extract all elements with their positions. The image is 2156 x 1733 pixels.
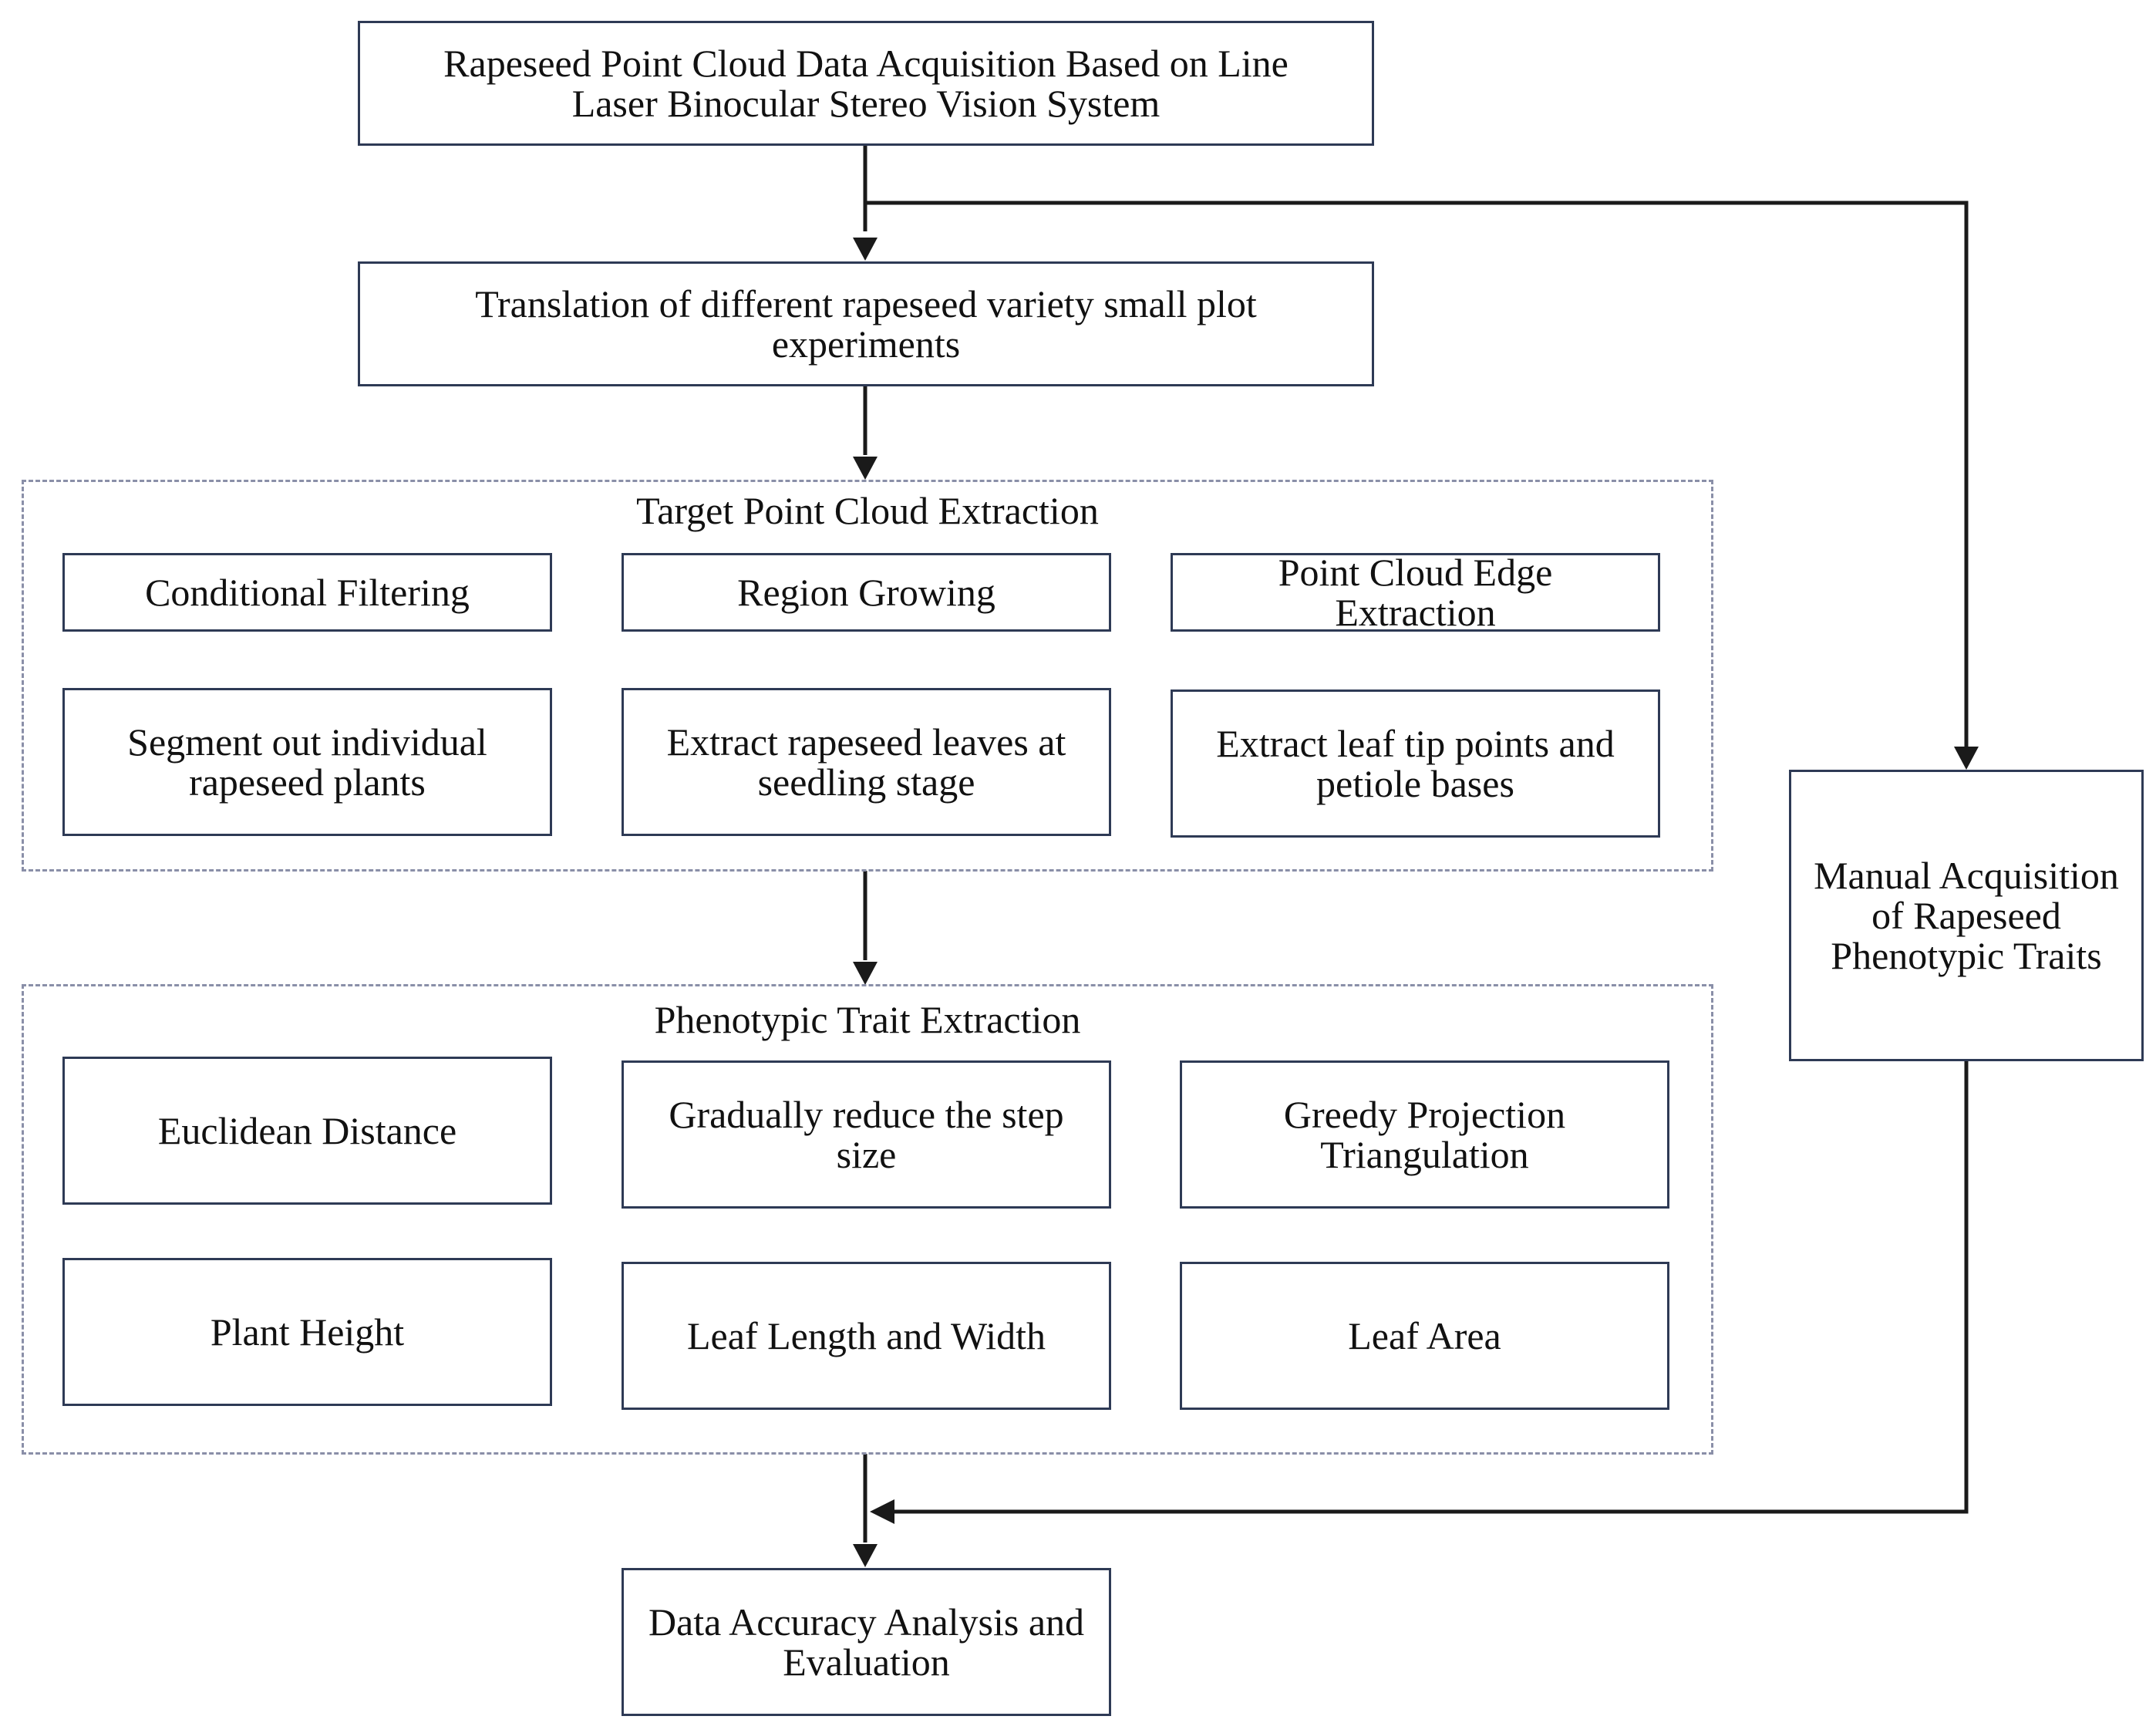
extract-leaves-box: Extract rapeseed leaves at seedling stag…: [622, 688, 1111, 836]
segment-plants-box: Segment out individual rapeseed plants: [62, 688, 552, 836]
extract-leaf-tips-box: Extract leaf tip points and petiole base…: [1171, 689, 1660, 838]
target-point-cloud-group: Target Point Cloud Extraction: [22, 480, 1713, 872]
leaf-area-box: Leaf Area: [1180, 1262, 1669, 1410]
step-size-box: Gradually reduce the step size: [622, 1060, 1111, 1209]
manual-acquisition-box: Manual Acquisition of Rapeseed Phenotypi…: [1789, 770, 2144, 1061]
phenotypic-group-title: Phenotypic Trait Extraction: [654, 998, 1081, 1041]
arrowhead-merge: [870, 1499, 894, 1524]
conditional-filtering-box: Conditional Filtering: [62, 553, 552, 632]
arrowhead-translation: [853, 238, 878, 261]
arrowhead-phenotypic: [853, 962, 878, 985]
arrowhead-manual: [1954, 747, 1979, 770]
arrowhead-target: [853, 457, 878, 480]
acquisition-box: Rapeseed Point Cloud Data Acquisition Ba…: [358, 21, 1374, 146]
plant-height-box: Plant Height: [62, 1258, 552, 1406]
translation-box: Translation of different rapeseed variet…: [358, 261, 1374, 386]
evaluation-box: Data Accuracy Analysis and Evaluation: [622, 1568, 1111, 1716]
arrowhead-evaluation: [853, 1544, 878, 1567]
leaf-length-width-box: Leaf Length and Width: [622, 1262, 1111, 1410]
arrow-acquisition-to-manual: [865, 201, 1969, 747]
target-group-title: Target Point Cloud Extraction: [636, 489, 1099, 532]
arrow-manual-to-evaluation: [894, 1061, 1969, 1514]
region-growing-box: Region Growing: [622, 553, 1111, 632]
greedy-projection-box: Greedy Projection Triangulation: [1180, 1060, 1669, 1209]
euclidean-distance-box: Euclidean Distance: [62, 1057, 552, 1205]
point-cloud-edge-box: Point Cloud Edge Extraction: [1171, 552, 1660, 632]
phenotypic-trait-group: Phenotypic Trait Extraction: [22, 984, 1713, 1455]
